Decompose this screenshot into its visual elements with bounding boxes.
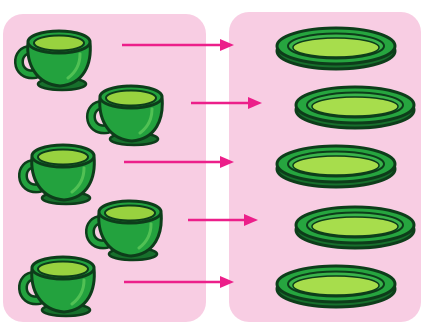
arrow-right-icon xyxy=(191,97,262,109)
saucer-icon xyxy=(275,26,397,71)
cup-icon xyxy=(18,255,96,318)
arrow-right-icon xyxy=(188,214,258,226)
arrow-right-icon xyxy=(124,156,234,168)
cup-icon xyxy=(85,199,163,262)
saucer-icon xyxy=(275,144,397,189)
arrow-right-icon xyxy=(124,276,234,288)
saucer-icon xyxy=(294,205,416,250)
saucer-icon xyxy=(275,264,397,309)
saucer-icon xyxy=(294,85,416,130)
cup-icon xyxy=(14,29,92,92)
cup-icon xyxy=(18,143,96,206)
arrow-right-icon xyxy=(122,39,234,51)
cup-icon xyxy=(86,84,164,147)
